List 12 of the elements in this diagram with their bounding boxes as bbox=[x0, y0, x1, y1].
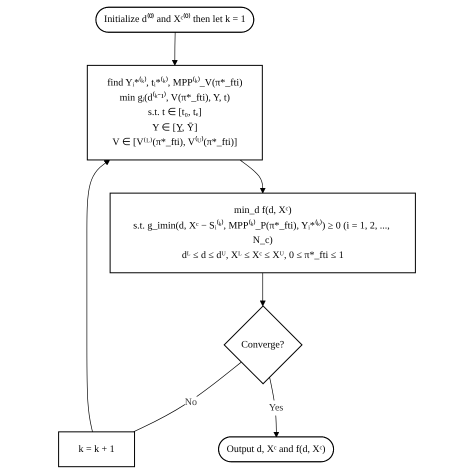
node-box: find Yᵢ*⁽ᵏ⁾, tᵢ*⁽ᵏ⁾, MPP⁽ᵏ⁾_V(π*_fti) min gᵢ(d⁽ᵏ⁻¹⁾, V(π*_fti), Y, t) s.t. t ∈ [t₀, tₑ] Y ∈ [Y̲, Ȳ] V ∈ [V⁽ᴸ⁾(π*_fti), V⁽ᵁ⁾(π*_fti)] bbox=[86, 64, 263, 160]
arrow bbox=[86, 160, 110, 432]
node-box: k = k + 1 bbox=[58, 431, 136, 468]
connector bbox=[133, 362, 242, 432]
arrow bbox=[172, 32, 178, 66]
arrow bbox=[269, 376, 280, 438]
node-diamond: Converge? bbox=[224, 305, 303, 384]
arrow bbox=[260, 272, 266, 306]
node-box: min_d f(d, Xᶜ) s.t. g_imin(d, Xᶜ − Sᵢ⁽ᵏ⁾, MPP⁽ᵏ⁾_P(π*_fti), Yᵢ*⁽ᵏ⁾) ≥ 0 (i = 1, 2, ..., N_c) dᴸ ≤ d ≤ dᵁ, Xᴸ ≤ Xᶜ ≤ Xᵁ, 0 ≤ π*_fti ≤ 1 bbox=[110, 192, 416, 274]
arrow bbox=[240, 160, 266, 194]
edge-label: No bbox=[184, 397, 197, 408]
edge-label: Yes bbox=[268, 402, 284, 413]
